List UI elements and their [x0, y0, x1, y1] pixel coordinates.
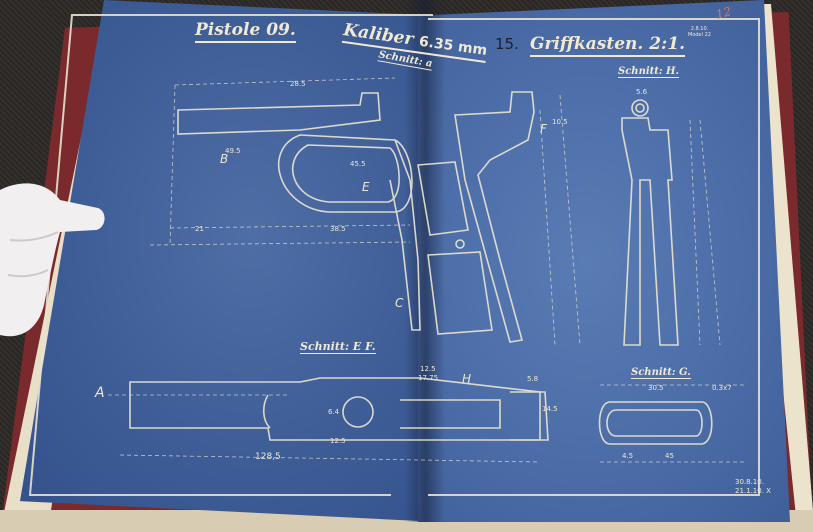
dim-label: 28.5 — [290, 80, 306, 88]
title-griffkasten: Griffkasten. 2:1. — [530, 34, 686, 57]
marker-f: F — [540, 122, 547, 136]
dim-label: 49.5 — [225, 147, 241, 155]
dim-label: 14.5 — [542, 405, 558, 413]
marker-h: H — [462, 372, 472, 386]
title-pistole: Pistole 09. — [195, 20, 296, 43]
marker-c: C — [395, 296, 404, 310]
dim-overall-length: 128,5 — [255, 452, 281, 462]
date-line-1: 30.8.10. — [735, 478, 764, 486]
dim-label: 0.3x7 — [712, 384, 732, 392]
book-gutter — [405, 0, 445, 522]
dim-label: 45.5 — [350, 160, 366, 168]
marker-e: E — [362, 180, 370, 194]
stamp-date: 2.8.10. — [690, 26, 709, 32]
stamp-model: Model 22 — [688, 32, 711, 38]
revision-dates: 30.8.10. 21.1.10. X — [735, 478, 771, 496]
dim-label: 21 — [195, 225, 204, 233]
marker-b: B — [220, 152, 229, 166]
dim-label: 45 — [665, 452, 674, 460]
section-label-g: Schnitt: G. — [631, 367, 691, 379]
dim-label: 30.5 — [648, 384, 664, 392]
blueprint-left-page — [20, 0, 440, 522]
dim-label: 10.5 — [552, 118, 568, 126]
dim-label: 12.5 — [330, 437, 346, 445]
dim-label: 4.5 — [622, 452, 634, 460]
dim-label: 17.75 — [418, 374, 439, 382]
stamp: 2.8.10. Model 22 — [688, 26, 711, 38]
blueprint-right-page — [418, 0, 790, 522]
marker-a: A — [95, 385, 105, 401]
dim-label: 5.8 — [527, 375, 539, 383]
date-line-2: 21.1.10. X — [735, 487, 771, 495]
white-glove-hand — [0, 183, 105, 337]
drawing-border-right — [428, 18, 760, 496]
dim-label: 5.6 — [636, 88, 648, 96]
section-label-ef: Schnitt: E F. — [300, 340, 376, 354]
dim-label: 38.5 — [330, 225, 346, 233]
dim-label: 6.4 — [328, 408, 340, 416]
plate-number: 15. — [495, 35, 519, 53]
dim-label: 12.5 — [420, 365, 436, 373]
section-label-h: Schnitt: H. — [618, 66, 679, 78]
